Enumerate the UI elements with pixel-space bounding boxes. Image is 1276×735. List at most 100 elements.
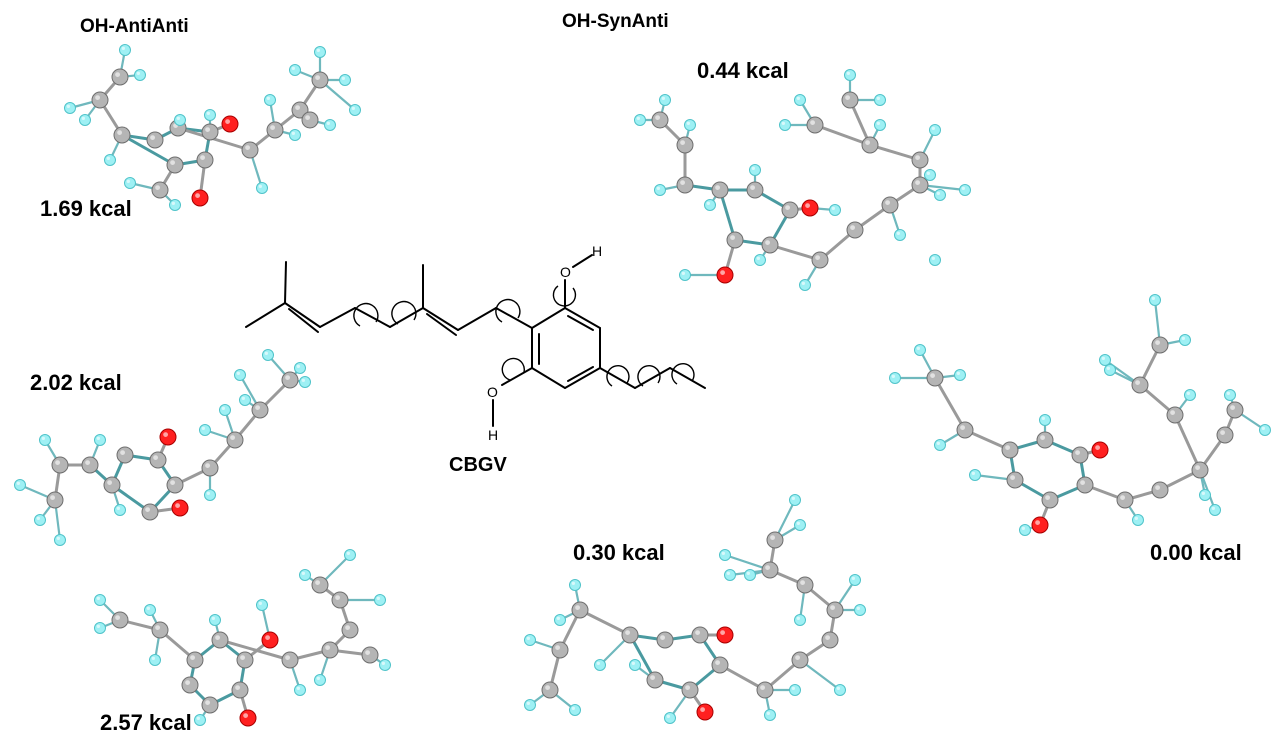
atom-highlight (796, 521, 800, 525)
atom-highlight (1155, 485, 1160, 490)
atom-highlight (1230, 405, 1235, 410)
hydrogen-atom (679, 269, 691, 281)
atom-highlight (686, 121, 690, 125)
hydrogen-atom (324, 119, 336, 131)
atom-highlight (301, 571, 305, 575)
atom-highlight (258, 184, 262, 189)
atom-highlight (846, 71, 850, 75)
carbon-atom (266, 121, 284, 139)
atom-highlight (341, 76, 345, 80)
atom-highlight (1151, 296, 1155, 300)
hydrogen-atom (289, 64, 301, 76)
hydrogen-atom (524, 634, 536, 646)
bond (219, 638, 291, 662)
atom-highlight (926, 171, 930, 176)
hydrogen-atom (794, 614, 806, 626)
carbon-atom (796, 576, 814, 594)
hydrogen-atom (79, 114, 91, 126)
conformer-2 (14, 349, 311, 546)
hydrogen-atom (594, 659, 606, 671)
hydrogen-atom (1039, 414, 1051, 426)
atom-highlight (825, 635, 830, 640)
atom-highlight (345, 625, 350, 630)
carbon-atom (301, 111, 319, 129)
hydrogen-atom (954, 369, 966, 381)
oxygen-atom (221, 115, 239, 133)
hydrogen-atom (789, 684, 801, 696)
atom-highlight (66, 104, 70, 108)
carbon-atom (821, 631, 839, 649)
atom-highlight (596, 661, 600, 665)
atom-highlight (115, 615, 120, 620)
atom-highlight (258, 601, 262, 605)
hydrogen-atom (1132, 514, 1144, 526)
carbon-atom (226, 431, 244, 449)
conformer-4 (634, 69, 971, 291)
atom-highlight (931, 126, 935, 130)
atom-highlight (270, 125, 275, 130)
carbon-atom (826, 601, 844, 619)
atom-highlight (296, 364, 300, 368)
atom-highlight (1181, 336, 1185, 340)
atom-highlight (1040, 435, 1045, 440)
atom-highlight (205, 463, 211, 468)
conformer-6 (524, 494, 866, 724)
hydrogen-atom (1184, 389, 1196, 401)
oxygen-atom (716, 626, 734, 644)
oxygen-atom (1031, 516, 1049, 534)
energy-label-conformer-3: 2.57 kcal (100, 710, 192, 735)
atom-highlight (766, 711, 770, 715)
top-hydrogen-label: H (592, 243, 602, 259)
atom-highlight (526, 636, 530, 640)
atom-highlight (1041, 416, 1045, 420)
atom-highlight (107, 480, 112, 485)
bond (869, 143, 921, 162)
atom-highlight (571, 581, 575, 585)
atom-highlight (176, 116, 181, 120)
atom-highlight (301, 378, 305, 382)
hydrogen-atom (194, 714, 206, 726)
hydrogen-atom (569, 579, 581, 591)
atom-highlight (365, 650, 370, 655)
atom-highlight (765, 565, 770, 570)
atom-highlight (120, 450, 125, 455)
hydrogen-atom (799, 279, 811, 291)
oxygen-atom (159, 428, 177, 446)
hydrogen-atom (64, 102, 76, 114)
atom-highlight (115, 72, 120, 77)
atom-highlight (700, 707, 705, 712)
atom-highlight (163, 432, 169, 437)
carbon-atom (231, 681, 249, 699)
carbon-atom (956, 421, 974, 439)
atom-highlight (376, 596, 380, 600)
atom-highlight (201, 426, 206, 430)
atom-highlight (205, 127, 211, 132)
atom-highlight (896, 231, 900, 236)
atom-highlight (264, 351, 268, 355)
atom-highlight (56, 536, 60, 540)
hydrogen-atom (924, 169, 936, 181)
atom-highlight (810, 120, 815, 125)
carbon-atom (181, 676, 199, 694)
atom-highlight (801, 281, 805, 285)
carbon-atom (1131, 376, 1149, 394)
atom-highlight (315, 75, 320, 80)
atom-highlight (117, 130, 122, 136)
atom-highlight (235, 685, 241, 690)
hydrogen-atom (124, 177, 136, 189)
hydrogen-atom (204, 489, 216, 501)
atom-highlight (206, 111, 211, 115)
carbon-atom (146, 131, 164, 149)
atom-highlight (666, 714, 670, 718)
atom-highlight (715, 185, 720, 191)
bond (933, 377, 967, 431)
atom-highlight (126, 179, 130, 184)
atom-highlight (915, 180, 920, 186)
carbon-atom (761, 561, 779, 579)
carbon-atom (681, 681, 699, 699)
atom-highlight (681, 271, 685, 275)
oxygen-atom (261, 631, 279, 649)
hydrogen-atom (929, 124, 941, 136)
hydrogen-atom (314, 46, 326, 58)
atom-highlight (720, 630, 725, 635)
